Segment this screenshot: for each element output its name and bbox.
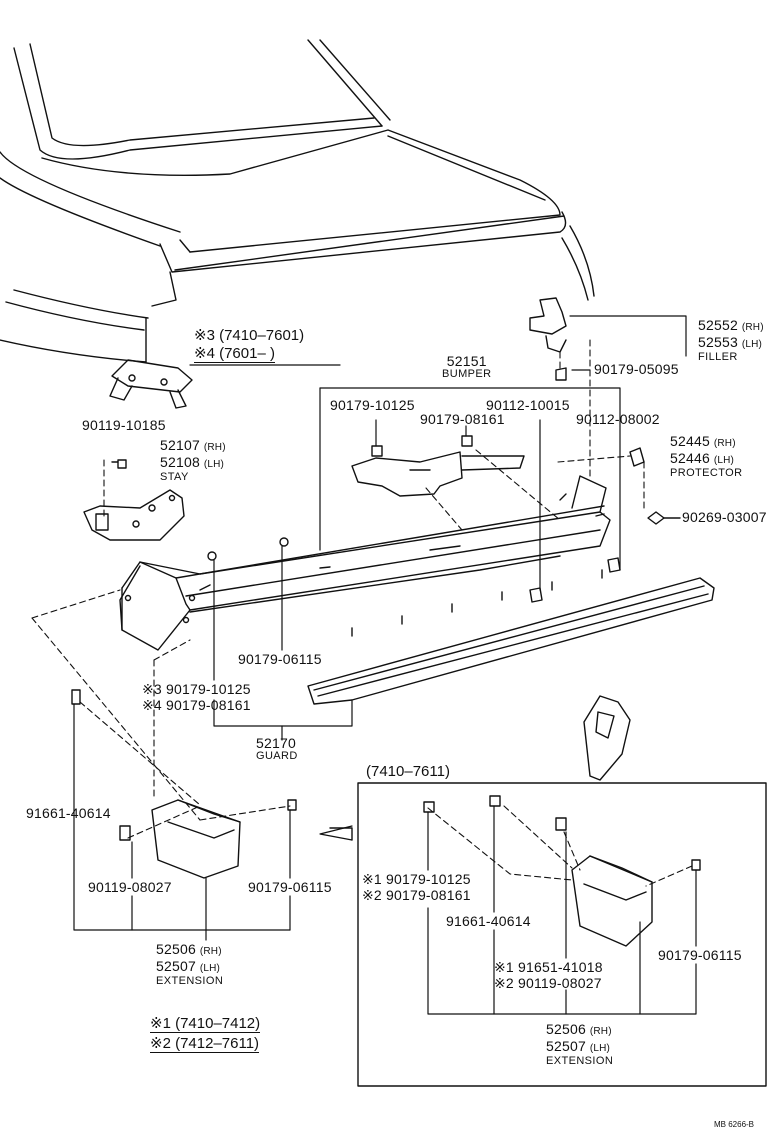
filler-label: 52552 (RH) 52553 (LH) FILLER <box>698 318 764 363</box>
note-2: ※2 (7412–7611) <box>150 1035 260 1053</box>
note-4: ※4 (7601– ) <box>194 345 275 363</box>
filler-rh-number: 52552 <box>698 317 738 333</box>
stay-label: 52107 (RH) 52108 (LH) STAY <box>160 438 226 483</box>
inset-range: (7410–7611) <box>366 763 450 780</box>
inset-extension-part <box>423 795 701 947</box>
extension-lh-side: (LH) <box>199 963 221 974</box>
inset-nut-alt2-label: ※2 90179-08161 <box>362 887 471 903</box>
bumper-bolt-a-label: 90112-10015 <box>486 397 570 413</box>
stay-name: STAY <box>160 471 189 483</box>
guard-nut-alt3-label: ※3 90179-10125 <box>142 681 251 697</box>
guard-label: 52170 GUARD <box>256 736 298 762</box>
filler-name: FILLER <box>698 351 738 363</box>
ext-bolt-label: 91661-40614 <box>26 805 111 821</box>
guard-nut-label: 90179-06115 <box>238 651 322 667</box>
bumper-name: BUMPER <box>442 368 492 380</box>
inset-extension-label: 52506 (RH) 52507 (LH) EXTENSION <box>546 1022 613 1067</box>
protector-label: 52445 (RH) 52446 (LH) PROTECTOR <box>670 434 742 479</box>
bumper-bolt-b-label: 90112-08002 <box>576 411 660 427</box>
inset-frame <box>319 782 767 1087</box>
extension-part-loose <box>583 695 631 781</box>
protector-lh-side: (LH) <box>713 455 735 466</box>
extension-part-main <box>71 689 297 879</box>
protector-name: PROTECTOR <box>670 467 743 479</box>
filler-part <box>529 297 567 381</box>
inset-extension-lh-number: 52507 <box>546 1038 586 1054</box>
assembly-lines <box>31 339 693 887</box>
inset-bolt-label: 91661-40614 <box>446 913 531 929</box>
car-body-outline <box>0 39 595 363</box>
protector-screw-label: 90269-03007 <box>682 509 767 525</box>
bumper-fasteners <box>529 557 621 603</box>
stay-lh-number: 52108 <box>160 454 200 470</box>
extension-name: EXTENSION <box>156 975 224 987</box>
leader-lines <box>73 315 697 1015</box>
inset-extension-rh-side: (RH) <box>589 1026 612 1037</box>
drawing-code: MB 6266-B <box>714 1120 755 1129</box>
bumper-bracket-part <box>351 435 525 497</box>
extension-lh-number: 52507 <box>156 958 196 974</box>
bumper-nut-a-label: 90179-10125 <box>330 397 415 413</box>
inset-extension-rh-number: 52506 <box>546 1021 586 1037</box>
inset-extension-lh-side: (LH) <box>589 1043 611 1054</box>
filler-rh-side: (RH) <box>741 322 764 333</box>
bumper-number: 52151 <box>446 353 487 369</box>
inset-nut-label: 90179-06115 <box>658 947 742 963</box>
stay-bolt-label: 90119-10185 <box>82 417 166 433</box>
stay-rh-side: (RH) <box>203 442 226 453</box>
inset-nut-alt1-label: ※1 90179-10125 <box>362 871 471 887</box>
stay-bracket-upper <box>109 359 193 409</box>
extension-label: 52506 (RH) 52507 (LH) EXTENSION <box>156 942 223 987</box>
inset-extension-name: EXTENSION <box>546 1055 614 1067</box>
note-3: ※3 (7410–7601) <box>194 327 305 344</box>
ext-nut-label: 90179-06115 <box>248 879 332 895</box>
bumper-label: 52151 BUMPER <box>442 354 491 380</box>
protector-lh-number: 52446 <box>670 450 710 466</box>
inset-bolt-alt1-label: ※1 91651-41018 <box>494 959 603 975</box>
protector-rh-number: 52445 <box>670 433 710 449</box>
guard-nut-alt4-label: ※4 90179-08161 <box>142 697 251 713</box>
filler-bolt-label: 90179-05095 <box>594 361 679 377</box>
ext-bolt2-label: 90119-08027 <box>88 879 172 895</box>
protector-rh-side: (RH) <box>713 438 736 449</box>
guard-part <box>207 537 715 705</box>
note-1: ※1 (7410–7412) <box>150 1015 261 1033</box>
extension-rh-number: 52506 <box>156 941 196 957</box>
stay-rh-number: 52107 <box>160 437 200 453</box>
guard-name: GUARD <box>256 750 298 762</box>
stay-lh-side: (LH) <box>203 459 225 470</box>
filler-lh-side: (LH) <box>741 339 763 350</box>
bumper-nut-b-label: 90179-08161 <box>420 411 505 427</box>
inset-bolt-alt2-label: ※2 90119-08027 <box>494 975 602 991</box>
filler-lh-number: 52553 <box>698 334 738 350</box>
extension-rh-side: (RH) <box>199 946 222 957</box>
guard-number: 52170 <box>256 735 296 751</box>
bumper-part <box>119 475 611 651</box>
